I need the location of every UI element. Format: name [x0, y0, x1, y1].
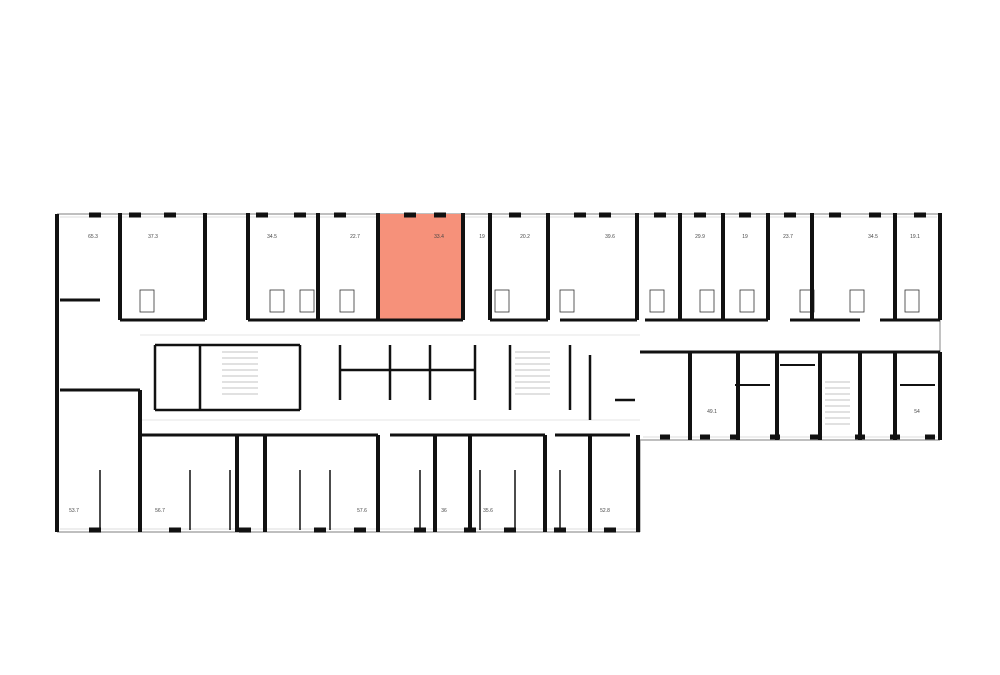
unit-label[interactable]: 19	[742, 234, 748, 240]
unit-label[interactable]: 19	[479, 234, 485, 240]
bathroom-fixture	[494, 289, 510, 313]
bathroom-fixture	[559, 289, 575, 313]
unit-label[interactable]: 56.7	[155, 508, 165, 514]
bathroom-fixture	[649, 289, 665, 313]
unit-label[interactable]: 35.6	[483, 508, 493, 514]
unit-label[interactable]: 19.1	[910, 234, 920, 240]
bathroom-fixture	[699, 289, 715, 313]
bathroom-fixture	[849, 289, 865, 313]
unit-label[interactable]: 53.7	[69, 508, 79, 514]
walls	[55, 212, 942, 533]
unit-label[interactable]: 20.2	[520, 234, 530, 240]
unit-label[interactable]: 34.5	[267, 234, 277, 240]
bathroom-fixture	[339, 289, 355, 313]
unit-label[interactable]: 39.6	[605, 234, 615, 240]
unit-label[interactable]: 23.7	[783, 234, 793, 240]
unit-labels: 65.3 37.3 34.5 22.7 33.4 19 20.2 39.6 29…	[69, 234, 920, 514]
unit-label[interactable]: 57.6	[357, 508, 367, 514]
bathroom-fixture	[739, 289, 755, 313]
unit-label[interactable]: 49.1	[707, 409, 717, 415]
unit-label[interactable]: 65.3	[88, 234, 98, 240]
unit-label[interactable]: 29.9	[695, 234, 705, 240]
unit-label[interactable]: 36	[441, 508, 447, 514]
unit-label[interactable]: 34.5	[868, 234, 878, 240]
bathroom-fixture	[299, 289, 315, 313]
highlighted-apartment[interactable]	[378, 214, 463, 319]
bathroom-fixture	[269, 289, 285, 313]
unit-label[interactable]: 33.4	[434, 234, 444, 240]
unit-label[interactable]: 22.7	[350, 234, 360, 240]
unit-label[interactable]: 37.3	[148, 234, 158, 240]
unit-label[interactable]: 52.8	[600, 508, 610, 514]
bathroom-fixture	[904, 289, 920, 313]
bathroom-fixture	[139, 289, 155, 313]
unit-label[interactable]: 54	[914, 409, 920, 415]
